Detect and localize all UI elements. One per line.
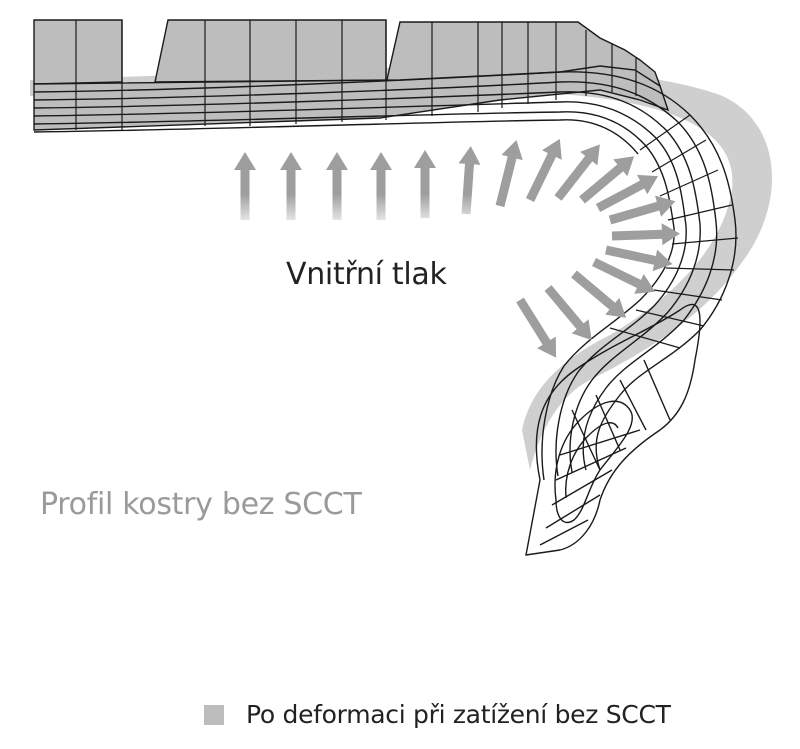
pressure-arrow [595,174,659,212]
pressure-arrow [592,257,656,294]
carcass-plies [33,71,737,481]
legend-swatch [204,704,224,725]
legend-label: Po deformaci při zatížení bez SCCT [246,700,671,729]
pressure-arrow [495,140,523,208]
tread-blocks [33,19,670,131]
pressure-arrow [554,144,600,201]
pressure-arrow [525,138,562,202]
legend: Po deformaci při zatížení bez SCCT [204,700,671,729]
pressure-arrow [608,195,676,225]
sidewall-mesh [609,114,739,349]
pressure-arrow [611,223,680,246]
arrow-fade [220,170,480,230]
profile-without-scct-label: Profil kostry bez SCCT [40,487,362,522]
internal-pressure-label: Vnitřní tlak [286,257,447,292]
pressure-arrow [579,156,635,204]
pressure-arrow [605,245,673,272]
pressure-arrow [516,297,557,358]
bead-region [525,303,701,556]
tread-dividers [75,20,637,130]
pressure-arrow [571,270,627,318]
pressure-arrow [544,285,592,341]
